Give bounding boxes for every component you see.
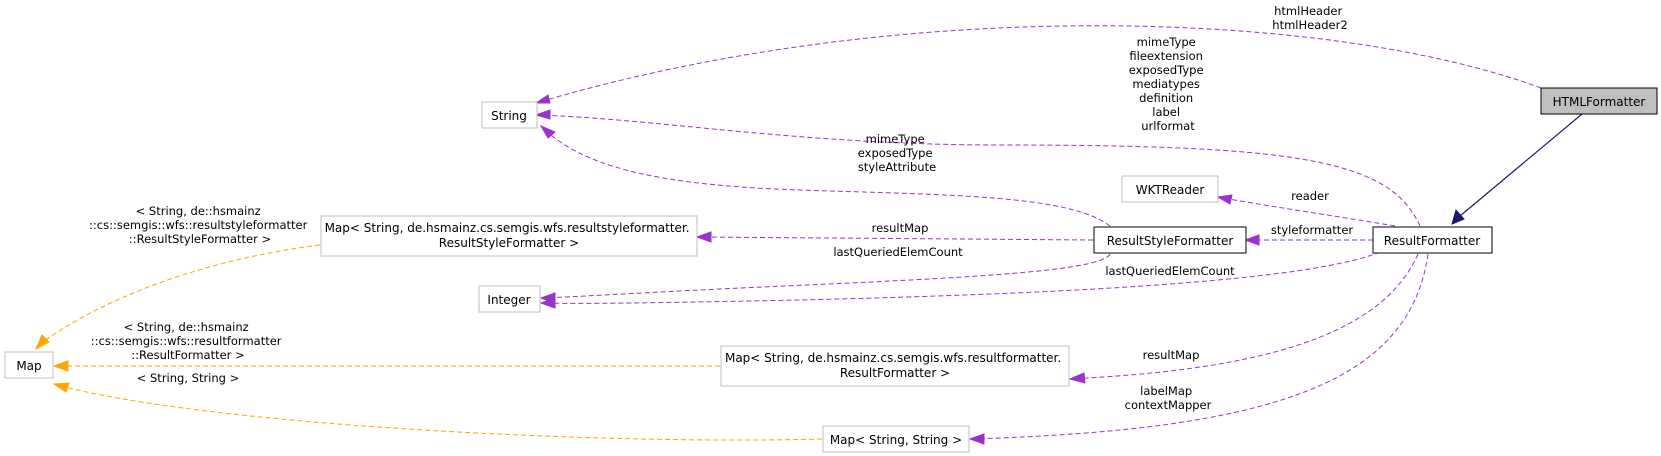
label-rf-rsf: styleformatter [1271,223,1354,237]
edge-labels: htmlHeader htmlHeader2 mimeType fileexte… [89,4,1353,412]
edges [34,25,1583,445]
edge-mapss-map-arrowhead [52,382,70,393]
node-wktreader-label: WKTReader [1136,183,1205,197]
label-rsf-maprsf: resultMap [872,221,929,235]
edge-resultformatter-string [535,114,1421,227]
label-maprsf-map: < String, de::hsmainz ::cs::semgis::wfs:… [89,204,311,246]
edge-resultstyleformatter-maprsf-arrowhead [695,231,712,243]
node-resultstyleformatter[interactable]: ResultStyleFormatter [1093,226,1247,254]
node-map-resultstyleformatter-label: Map< String, de.hsmainz.cs.semgis.wfs.re… [325,221,694,250]
nodes: HTMLFormatter String WKTReader Map< Stri… [4,87,1658,453]
node-integer[interactable]: Integer [478,285,541,313]
label-rf-maprf: resultMap [1143,348,1200,362]
node-integer-label: Integer [487,293,530,307]
edge-htmlformatter-string-arrowhead [534,94,551,104]
node-string-label: String [491,109,527,123]
edge-htmlformatter-resultformatter-arrowhead [1451,208,1465,225]
edge-resultformatter-maprf-arrowhead [1068,372,1086,384]
node-map-resultformatter[interactable]: Map< String, de.hsmainz.cs.semgis.wfs.re… [720,345,1070,387]
edge-resultformatter-integer [540,251,1381,304]
label-rsf-string: mimeType exposedType styleAttribute [858,132,936,174]
node-resultformatter-label: ResultFormatter [1384,234,1480,248]
label-rf-integer: lastQueriedElemCount [1105,264,1235,278]
edge-mapss-map [53,383,823,441]
edge-resultformatter-wktreader [1217,196,1396,227]
edge-resultstyleformatter-maprsf [696,236,1094,241]
node-wktreader[interactable]: WKTReader [1121,175,1219,203]
node-resultstyleformatter-label: ResultStyleFormatter [1107,234,1234,248]
edge-resultformatter-mapss [969,253,1429,440]
label-maprf-map: < String, de::hsmainz ::cs::semgis::wfs:… [91,320,285,362]
label-rf-string: mimeType fileextension exposedType media… [1129,35,1207,133]
edge-resultstyleformatter-integer [540,253,1111,299]
edge-resultstyleformatter-string [540,125,1111,227]
node-map-resultformatter-label: Map< String, de.hsmainz.cs.semgis.wfs.re… [725,351,1065,380]
edge-resultformatter-string-arrowhead [534,109,551,120]
edge-maprf-map-arrowhead [52,360,69,372]
edge-htmlformatter-string [535,25,1542,104]
node-string[interactable]: String [481,101,538,129]
label-rf-wkt: reader [1291,189,1329,203]
edge-resultformatter-wktreader-arrowhead [1216,194,1233,205]
edge-maprsf-map-arrowhead [34,334,50,351]
label-rf-mapss: labelMap contextMapper [1125,384,1212,412]
label-rsf-integer: lastQueriedElemCount [833,245,963,259]
edge-resultformatter-maprf [1069,253,1419,380]
node-resultformatter[interactable]: ResultFormatter [1372,226,1493,254]
node-map-string-string[interactable]: Map< String, String > [822,425,970,453]
node-map-resultstyleformatter[interactable]: Map< String, de.hsmainz.cs.semgis.wfs.re… [320,215,698,257]
node-htmlformatter-label: HTMLFormatter [1553,95,1646,109]
label-html-string: htmlHeader htmlHeader2 [1272,4,1347,32]
node-map-string-string-label: Map< String, String > [830,433,962,447]
edge-htmlformatter-resultformatter [1459,113,1583,217]
edge-resultformatter-resultstyleformatter-arrowhead [1243,234,1260,246]
edge-resultformatter-integer-arrowhead [539,297,556,309]
node-map-label: Map [16,359,41,373]
edge-resultformatter-mapss-arrowhead [968,433,985,445]
node-htmlformatter[interactable]: HTMLFormatter [1540,87,1658,115]
edge-resultstyleformatter-string-arrowhead [539,124,556,139]
label-mapss-map: < String, String > [137,371,240,385]
node-map[interactable]: Map [4,351,54,379]
